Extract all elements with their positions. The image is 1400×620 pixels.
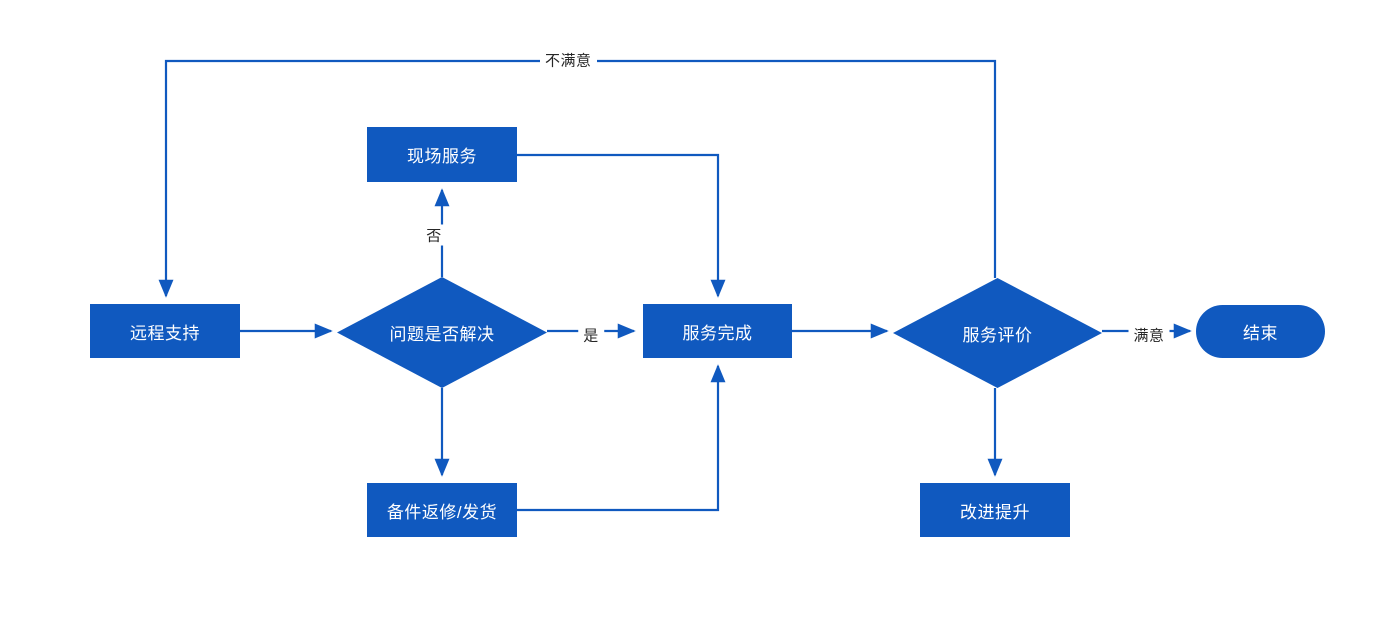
node-label: 远程支持 bbox=[130, 323, 200, 343]
node-label: 服务完成 bbox=[682, 323, 753, 343]
node-label: 问题是否解决 bbox=[389, 325, 495, 344]
node-improvement[interactable]: 改进提升 bbox=[920, 483, 1070, 537]
node-label: 结束 bbox=[1243, 324, 1278, 343]
edge-review-dissatisfied-to-remote bbox=[158, 59, 997, 298]
node-remote-support[interactable]: 远程支持 bbox=[90, 304, 240, 358]
node-issue-resolved[interactable]: 问题是否解决 bbox=[337, 277, 547, 388]
edge-spare-parts-to-done bbox=[517, 364, 726, 512]
node-onsite-service[interactable]: 现场服务 bbox=[367, 127, 517, 182]
node-label: 现场服务 bbox=[407, 147, 477, 166]
node-spare-parts[interactable]: 备件返修/发货 bbox=[367, 483, 517, 537]
node-service-review[interactable]: 服务评价 bbox=[893, 278, 1102, 388]
node-service-done[interactable]: 服务完成 bbox=[643, 304, 792, 358]
edge-label-yes: 是 bbox=[578, 324, 604, 346]
node-end[interactable]: 结束 bbox=[1196, 305, 1325, 358]
edge-label-dissatisfied: 不满意 bbox=[540, 49, 597, 71]
edge-label-no: 否 bbox=[421, 224, 447, 246]
node-label: 服务评价 bbox=[962, 325, 1033, 345]
edge-onsite-to-done bbox=[517, 153, 726, 298]
edge-label-satisfied: 满意 bbox=[1128, 324, 1170, 346]
node-label: 改进提升 bbox=[960, 502, 1030, 522]
node-label: 备件返修/发货 bbox=[386, 502, 498, 522]
